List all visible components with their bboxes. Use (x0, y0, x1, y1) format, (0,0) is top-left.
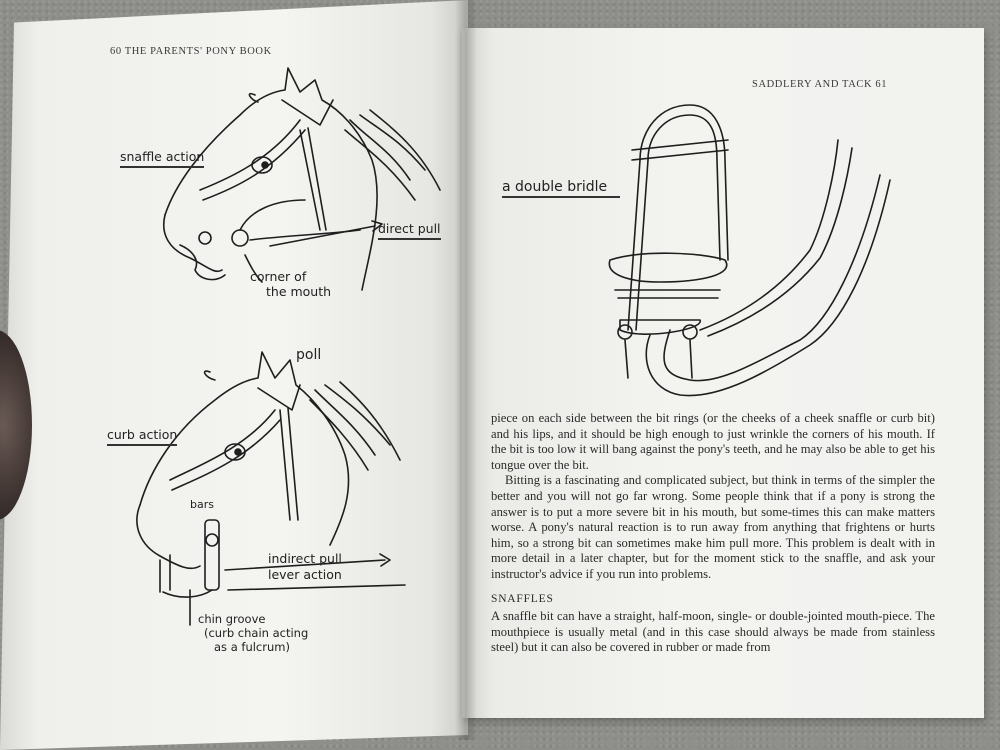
label-corner-of: corner of (250, 269, 307, 284)
snaffle-horse-drawing (163, 67, 441, 291)
double-bridle-drawing (608, 104, 891, 397)
label-snaffle-action: snaffle action (120, 150, 205, 168)
label-chin-groove-line2: (curb chain acting (204, 626, 309, 640)
label-bars: bars (190, 498, 214, 511)
book-gutter (455, 0, 477, 740)
right-running-head: SADDLERY AND TACK 61 (752, 79, 888, 90)
curb-horse-drawing (136, 351, 406, 626)
label-lever-action: lever action (268, 567, 342, 582)
label-the-mouth: the mouth (266, 284, 332, 299)
label-direct-pull: direct pull (378, 222, 441, 240)
label-chin-groove-line1: chin groove (198, 612, 266, 626)
section-heading-snaffles: SNAFFLES (491, 592, 554, 605)
label-double-bridle: a double bridle (502, 180, 620, 198)
left-page (0, 0, 468, 750)
label-chin-groove-line3: as a fulcrum) (214, 640, 290, 654)
body-text: piece on each side between the bit rings… (491, 411, 935, 656)
left-running-head: 60 THE PARENTS' PONY BOOK (110, 46, 272, 57)
label-poll: poll (296, 347, 322, 363)
paragraph-2: Bitting is a fascinating and complicated… (491, 473, 935, 581)
label-curb-action: curb action (107, 428, 178, 446)
paragraph-snaffles: A snaffle bit can have a straight, half-… (491, 609, 935, 655)
right-page (462, 28, 984, 718)
label-indirect-pull: indirect pull (268, 551, 342, 566)
paragraph-1: piece on each side between the bit rings… (491, 411, 935, 472)
